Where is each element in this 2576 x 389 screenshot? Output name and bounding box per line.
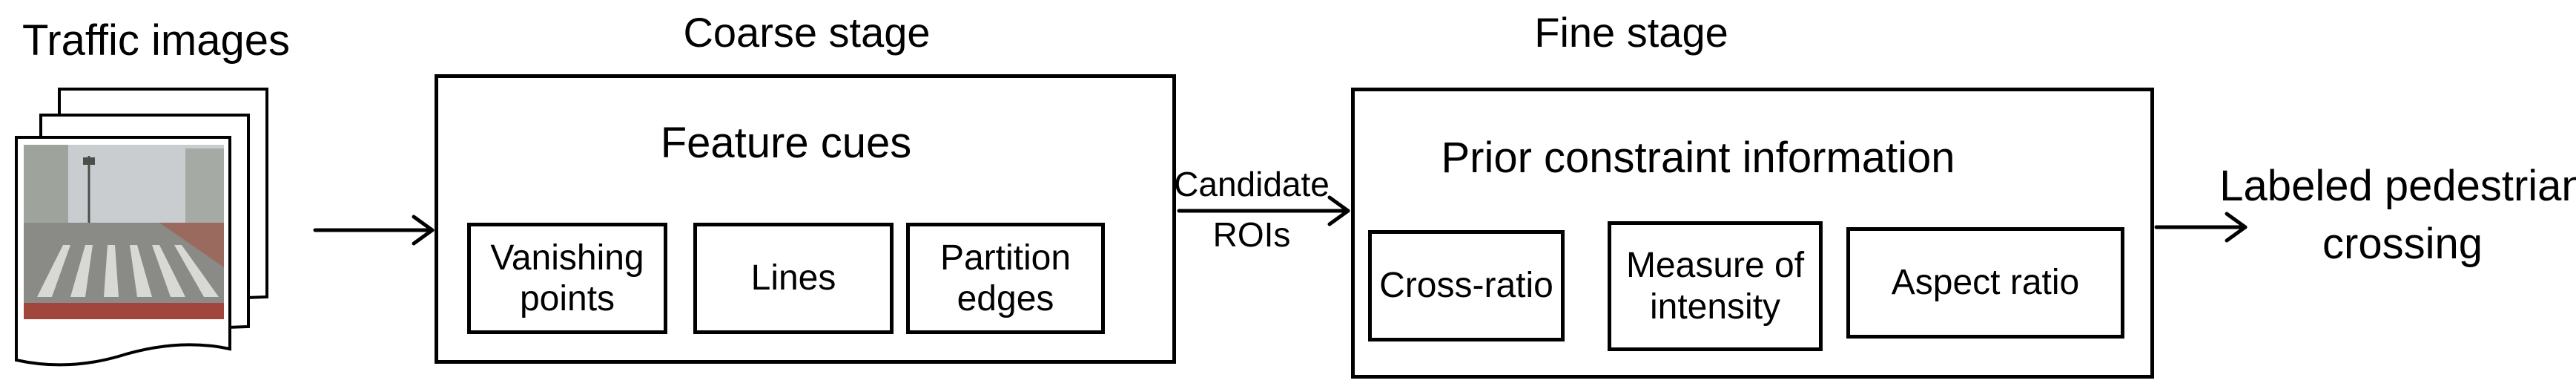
input-label: Traffic images [22, 16, 290, 65]
lines-box: Lines [693, 223, 894, 334]
fine-stage-title: Fine stage [1534, 9, 1728, 56]
partition-edges-box: Partition edges [906, 223, 1105, 334]
arrow-coarse-to-fine [1177, 195, 1350, 226]
arrow-fine-to-output [2154, 212, 2248, 243]
aspect-ratio-box: Aspect ratio [1846, 227, 2124, 339]
cross-ratio-box: Cross-ratio [1368, 230, 1565, 341]
traffic-images-stack [15, 88, 268, 367]
feature-cues-title: Feature cues [660, 119, 912, 167]
coarse-stage-title: Coarse stage [683, 9, 931, 56]
output-label-line1: Labeled pedestrian [2219, 162, 2576, 210]
prior-constraint-title: Prior constraint information [1441, 134, 1955, 182]
connector-label-line2: ROIs [1212, 215, 1291, 254]
connector-label-line1: Candidate [1174, 165, 1330, 203]
arrow-input-to-coarse [313, 215, 435, 246]
measure-of-intensity-box: Measure of intensity [1608, 221, 1823, 351]
vanishing-points-box: Vanishing points [467, 223, 667, 334]
street-photo-thumbnail [24, 145, 224, 319]
output-label-line2: crossing [2322, 220, 2483, 268]
